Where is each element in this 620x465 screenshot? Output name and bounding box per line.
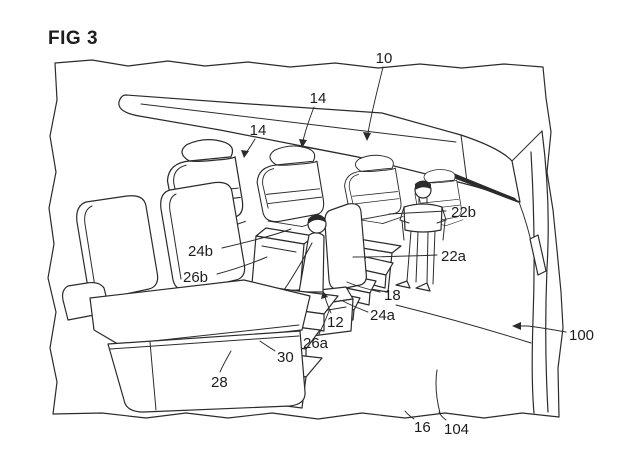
ceiling-panel	[118, 94, 521, 203]
seat-pan	[89, 279, 311, 351]
leader-28	[219, 350, 232, 373]
ref-label-26b: 26b	[183, 269, 208, 286]
ref-label-16: 16	[414, 419, 431, 436]
module-detail-line	[261, 245, 297, 253]
leader-12	[324, 296, 332, 314]
seat-back	[76, 195, 159, 300]
seat-base	[107, 330, 306, 413]
reference-leaders	[216, 66, 567, 421]
ref-label-26a: 26a	[303, 335, 329, 352]
person-foot	[395, 280, 411, 289]
leader-16	[404, 410, 415, 420]
door-window-slot	[529, 234, 547, 276]
leader-arrowhead-14a	[299, 139, 307, 148]
leader-22b	[388, 210, 447, 215]
ref-label-12: 12	[327, 314, 344, 331]
leader-26b	[216, 256, 268, 275]
leader-arrowhead-100	[512, 322, 521, 330]
upper-seat-2	[256, 145, 327, 228]
ceiling-edge-band	[446, 170, 519, 203]
seat-back	[160, 181, 246, 292]
leader-30	[259, 340, 276, 352]
leader-18	[346, 281, 381, 293]
person-foot	[415, 282, 431, 292]
seat-back-piping	[84, 205, 96, 288]
seat-back	[324, 203, 367, 290]
person-torso	[298, 232, 325, 293]
cabin-wall-door	[395, 130, 549, 414]
leader-14a	[302, 106, 315, 142]
figure-title: FIG 3	[48, 28, 98, 49]
person-leg	[406, 230, 436, 285]
ref-label-22a: 22a	[441, 248, 467, 265]
leader-24a	[342, 300, 369, 313]
figure-border	[47, 59, 564, 420]
ceiling-fold-line	[140, 103, 457, 143]
wall-top-curve	[511, 130, 543, 162]
person-neck	[418, 197, 428, 204]
border-outline	[47, 59, 564, 420]
ref-label-22b: 22b	[451, 204, 476, 221]
ref-label-14b: 14	[250, 122, 267, 139]
wall-contour	[541, 130, 549, 413]
person-hair	[308, 214, 325, 224]
ref-label-104: 104	[444, 421, 469, 438]
seat-base-crease	[149, 341, 157, 411]
ref-label-14a: 14	[310, 90, 327, 107]
leader-arrowhead-14b	[241, 150, 249, 158]
person-arm	[283, 242, 313, 293]
reference-labels: 10 14 14 22b 22a 24b 26b 18 24a 12 26a 3…	[183, 50, 594, 438]
door-edge	[530, 151, 535, 414]
leader-24b	[221, 228, 292, 249]
floor-seam	[435, 369, 441, 414]
leader-arrowhead-12	[321, 291, 328, 299]
leader-26a	[318, 310, 330, 335]
ref-label-24b: 24b	[188, 243, 213, 260]
ref-label-28: 28	[211, 374, 228, 391]
person-torso	[403, 203, 443, 233]
floor-wall-junction	[395, 304, 532, 344]
person-arm	[401, 220, 446, 241]
leader-10	[367, 66, 384, 134]
ref-label-30: 30	[277, 349, 294, 366]
leader-104	[438, 411, 447, 421]
ceiling-fold-line	[460, 134, 468, 183]
ref-label-24a: 24a	[370, 307, 396, 324]
leader-100	[516, 325, 567, 333]
ref-label-100: 100	[569, 327, 594, 344]
leader-arrowhead-10	[363, 132, 371, 141]
ref-label-18: 18	[384, 287, 401, 304]
ceiling-fold-line	[299, 145, 359, 158]
seat-back-piping	[169, 193, 182, 280]
cabin-ceiling	[118, 94, 521, 203]
person-hair	[415, 180, 431, 190]
ref-label-10: 10	[376, 50, 393, 67]
seat-base-piping	[109, 335, 300, 350]
leader-22a	[352, 254, 438, 258]
foreground-seats	[61, 181, 311, 413]
